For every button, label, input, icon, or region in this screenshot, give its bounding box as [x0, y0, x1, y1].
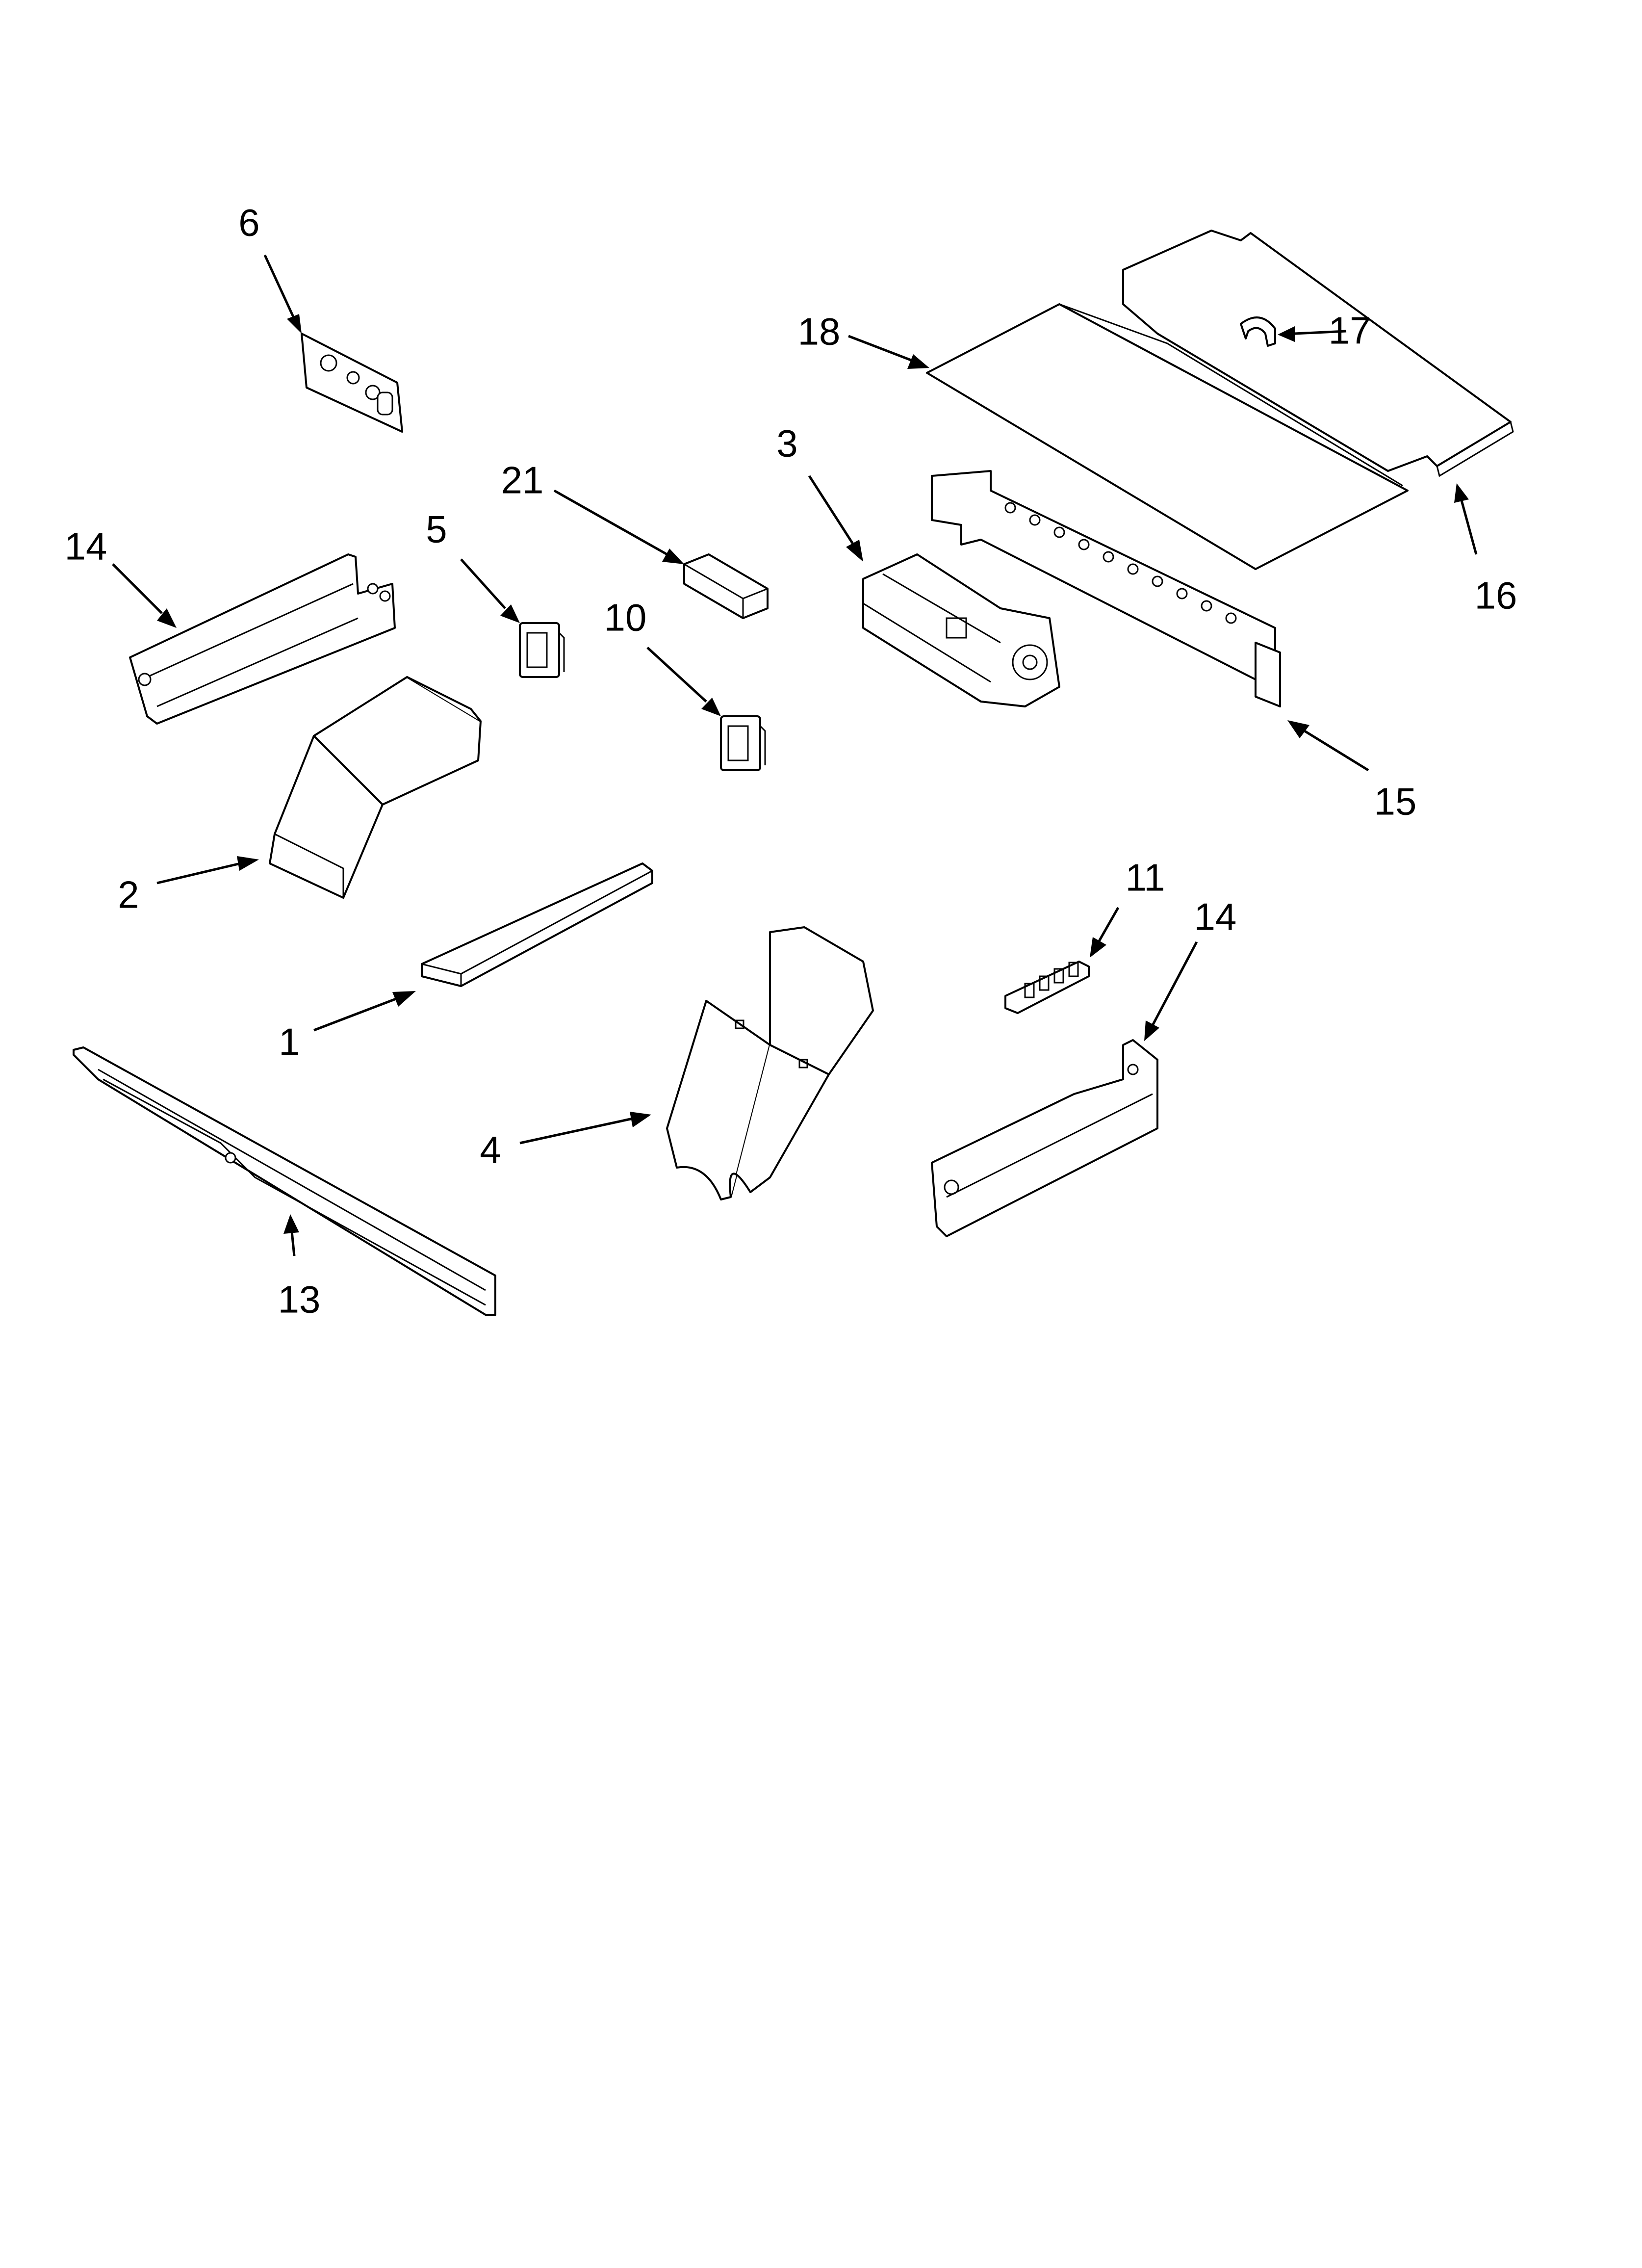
- part-6-mounting-plate: [301, 333, 403, 433]
- part-5-switch: [519, 622, 565, 678]
- callout-11: 11: [1126, 856, 1165, 899]
- callout-5: 5: [426, 508, 447, 551]
- part-15-vented-rail: [931, 470, 1281, 707]
- callout-14-right: 14: [1194, 895, 1237, 938]
- callout-18: 18: [798, 310, 841, 353]
- callout-13: 13: [278, 1278, 321, 1321]
- callout-10: 10: [604, 596, 647, 639]
- leader-lines: [112, 254, 1478, 1256]
- callout-6: 6: [238, 201, 259, 244]
- part-10-switch: [720, 715, 766, 771]
- part-3-control-assembly: [862, 553, 1060, 707]
- callout-14-left: 14: [65, 525, 107, 568]
- callout-3: 3: [776, 422, 797, 465]
- part-13-long-rail: [73, 1046, 496, 1316]
- part-17-clip: [1240, 316, 1276, 347]
- callout-1: 1: [279, 1020, 300, 1064]
- part-21-insulation-block: [683, 553, 769, 619]
- part-16-upper-cover: [1122, 230, 1514, 477]
- part-18-top-panel: [926, 303, 1409, 570]
- callout-16: 16: [1475, 574, 1517, 617]
- part-14-right-side-bracket: [931, 1039, 1158, 1237]
- callout-17: 17: [1329, 309, 1371, 352]
- part-11-terminal-block: [1004, 961, 1090, 1014]
- part-4-air-duct: [666, 926, 874, 1200]
- vent-slots: [1004, 502, 1237, 624]
- callout-15: 15: [1374, 780, 1417, 823]
- callout-labels: 6 14 5 21 10 3 18 17 16 15 2 1 4 13 11 1…: [65, 201, 1517, 1321]
- part-14-left-side-bracket: [129, 553, 396, 725]
- callout-21: 21: [501, 459, 544, 502]
- part-1-channel: [421, 862, 653, 987]
- part-2-duct: [269, 676, 482, 899]
- callout-2: 2: [118, 873, 139, 916]
- callout-4: 4: [480, 1128, 501, 1172]
